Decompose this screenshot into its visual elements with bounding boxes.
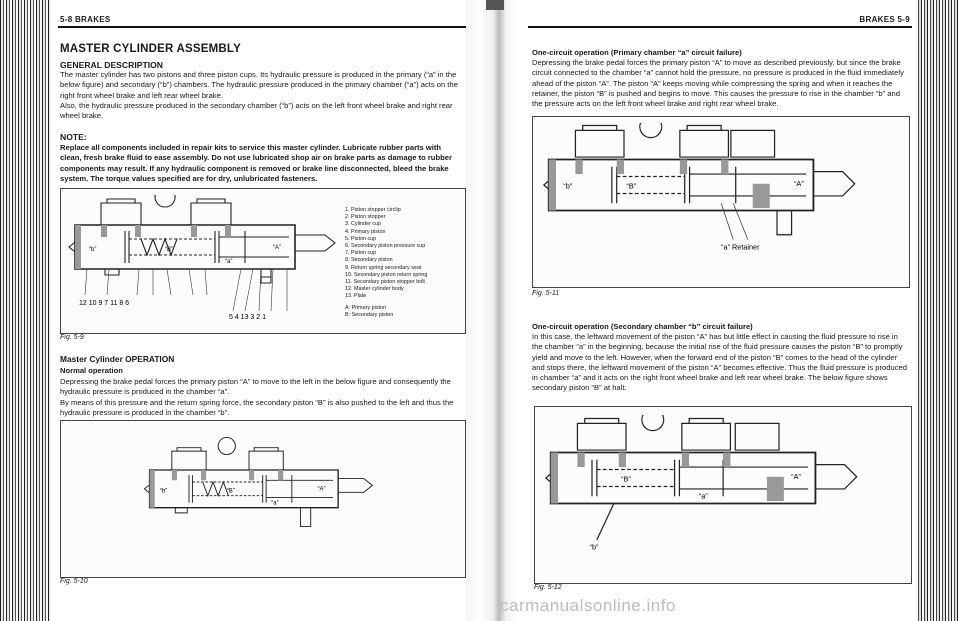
page-binding-left [0,0,50,621]
legend-item: 1. Piston stopper circlip [345,207,401,213]
right-header-text: BRAKES 5-9 [859,15,910,24]
primary-failure-diagram: “b” “B” “A” “a” Retainer [542,123,856,251]
general-description: The master cylinder has two pistons and … [60,70,464,121]
fig-5-12-caption: Fig. 5-12 [534,584,562,591]
callouts-left: 12 10 9 7 11 8 6 [79,300,129,307]
book-gutter [466,0,516,621]
legend-item: 10. Secondary piston return spring [345,271,428,278]
left-running-header: 5-8 BRAKES [58,10,466,28]
primary-failure-heading: One-circuit operation (Primary chamber “… [532,48,742,57]
chamber-b-label: “b” [563,182,572,191]
normal-para-1: Depressing the brake pedal forces the pr… [60,377,451,397]
callouts-right: 5 4 13 3 2 1 [229,314,266,321]
note-text: Replace all components included in repai… [60,143,452,183]
figure-5-11: “b” “B” “A” “a” Retainer [532,116,910,288]
legend-item: 11. Secondary piston stopper bolt [345,279,425,286]
general-para-1: The master cylinder has two pistons and … [60,70,458,100]
piston-A-label: “A” [794,179,804,188]
normal-operation-text: Depressing the brake pedal forces the pr… [60,377,464,418]
piston-A-label: “A” [318,487,326,493]
section-title: MASTER CYLINDER ASSEMBLY [60,43,241,55]
left-page: 5-8 BRAKES MASTER CYLINDER ASSEMBLY GENE… [58,0,466,621]
piston-B-label: “B” [165,247,173,253]
chamber-b-label: “b” [160,488,167,494]
normal-operation-heading: Normal operation [60,366,123,375]
piston-B-label: “B” [621,475,631,484]
legend-item: 9. Return spring secondary seat [345,264,422,271]
gutter-mark [486,0,504,10]
primary-failure-text: Depressing the brake pedal forces the pr… [532,58,904,109]
general-heading: GENERAL DESCRIPTION [60,60,163,70]
chamber-a-label: “a” [225,259,232,265]
piston-A-label: “A” [273,245,281,251]
secondary-failure-text: In this case, the leftward movement of t… [532,332,907,393]
general-para-2: Also, the hydraulic pressure produced in… [60,100,453,121]
legend-item: 3. Cylinder cup [345,221,381,228]
legend-item: 7. Piston cup [345,250,377,257]
left-header-text: 5-8 BRAKES [60,15,111,24]
note-heading: NOTE: [60,132,87,142]
legend-item: B: Secondary piston [345,311,394,318]
retainer-label: “a” Retainer [721,242,760,251]
legend-item: 6. Secondary piston pressure cup [345,243,426,250]
master-cylinder-diagram: “b” “B” “a” “A” 12 10 9 7 11 8 6 5 4 13 … [68,195,336,321]
legend-item: 13. Plate [345,293,367,300]
right-page: BRAKES 5-9 One-circuit operation (Primar… [528,0,912,621]
page-binding-right [916,0,960,621]
piston-B-label: “B” [227,488,235,494]
watermark: carmanualsonline.info [500,596,676,615]
right-running-header: BRAKES 5-9 [528,10,912,28]
secondary-failure-diagram: “B” “a” “A” “b” [544,415,858,552]
normal-operation-diagram: “b” “B” “a” “A” [143,437,374,528]
fig-5-11-caption: Fig. 5-11 [532,290,560,297]
normal-para-2: By means of this pressure and the return… [60,397,454,417]
legend-item: 12. Master cylinder body [345,286,404,293]
figure-5-10: “b” “B” “a” “A” [60,420,466,578]
chamber-a-label: “a” [699,492,708,501]
legend-item: A: Primary piston [345,304,387,311]
legend-item: 5. Piston cup [345,235,377,242]
secondary-failure-heading: One-circuit operation (Secondary chamber… [532,322,753,331]
legend-item: 4. Primary piston [345,228,386,235]
legend-item: 2. Piston stopper [345,214,386,221]
chamber-a-label: “a” [271,500,278,506]
chamber-b-label: “b” [89,247,96,253]
fig-5-9-caption: Fig. 5-9 [60,334,84,341]
figure-5-9: “b” “B” “a” “A” 12 10 9 7 11 8 6 5 4 13 … [60,188,466,334]
piston-A-label: “A” [791,472,801,481]
piston-B-label: “B” [626,182,636,191]
chamber-b-callout: “b” [590,543,599,552]
legend-item: 8. Secondary piston [345,257,393,264]
parts-legend: 1. Piston stopper circlip 2. Piston stop… [345,207,427,319]
operation-heading: Master Cylinder OPERATION [60,354,175,364]
fig-5-10-caption: Fig. 5-10 [60,578,88,585]
figure-5-12: “B” “a” “A” “b” [534,406,912,584]
